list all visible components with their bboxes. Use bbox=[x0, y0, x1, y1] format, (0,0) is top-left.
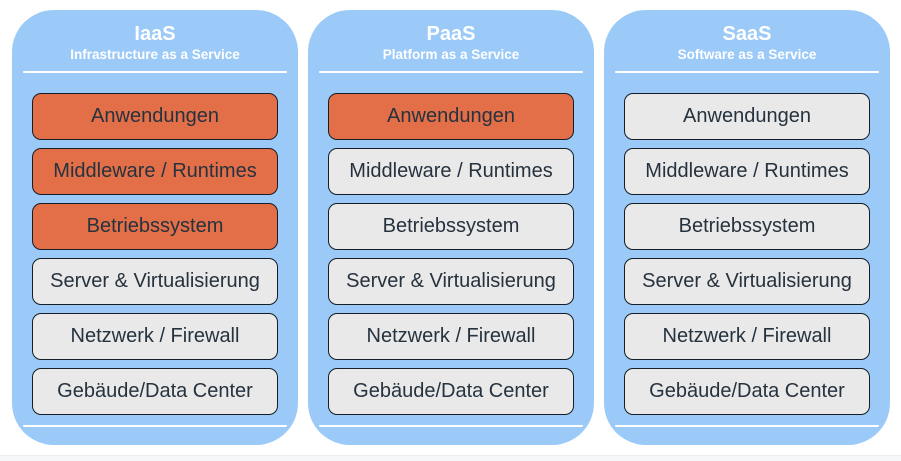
column-subtitle: Platform as a Service bbox=[382, 47, 520, 62]
column-title: IaaS bbox=[134, 23, 176, 45]
layer-box: Middleware / Runtimes bbox=[32, 148, 278, 195]
layer-box: Betriebssystem bbox=[32, 203, 278, 250]
layer-box: Server & Virtualisierung bbox=[328, 258, 574, 305]
window-bottom-edge bbox=[0, 455, 901, 461]
column-title: SaaS bbox=[722, 23, 772, 45]
layer-box: Server & Virtualisierung bbox=[624, 258, 870, 305]
layer-box: Anwendungen bbox=[328, 93, 574, 140]
cloud-service-models-diagram: IaaS Infrastructure as a Service Anwendu… bbox=[12, 10, 890, 445]
layer-box: Anwendungen bbox=[32, 93, 278, 140]
header-divider bbox=[319, 71, 583, 73]
layer-box: Gebäude/Data Center bbox=[32, 368, 278, 415]
layer-box: Betriebssystem bbox=[624, 203, 870, 250]
column-iaas: IaaS Infrastructure as a Service Anwendu… bbox=[12, 10, 298, 445]
header-divider bbox=[23, 71, 287, 73]
layer-box: Betriebssystem bbox=[328, 203, 574, 250]
column-header: SaaS Software as a Service bbox=[604, 10, 890, 63]
column-header: PaaS Platform as a Service bbox=[308, 10, 594, 63]
column-subtitle: Infrastructure as a Service bbox=[70, 47, 240, 62]
layer-box: Server & Virtualisierung bbox=[32, 258, 278, 305]
column-subtitle: Software as a Service bbox=[677, 47, 817, 62]
layer-box: Anwendungen bbox=[624, 93, 870, 140]
column-header: IaaS Infrastructure as a Service bbox=[12, 10, 298, 63]
layer-box: Gebäude/Data Center bbox=[328, 368, 574, 415]
layer-box: Middleware / Runtimes bbox=[624, 148, 870, 195]
footer-divider bbox=[319, 425, 583, 427]
layer-box: Gebäude/Data Center bbox=[624, 368, 870, 415]
layer-box: Netzwerk / Firewall bbox=[328, 313, 574, 360]
footer-divider bbox=[615, 425, 879, 427]
column-title: PaaS bbox=[426, 23, 476, 45]
layer-box: Netzwerk / Firewall bbox=[32, 313, 278, 360]
header-divider bbox=[615, 71, 879, 73]
layer-box: Middleware / Runtimes bbox=[328, 148, 574, 195]
layer-box: Netzwerk / Firewall bbox=[624, 313, 870, 360]
footer-divider bbox=[23, 425, 287, 427]
